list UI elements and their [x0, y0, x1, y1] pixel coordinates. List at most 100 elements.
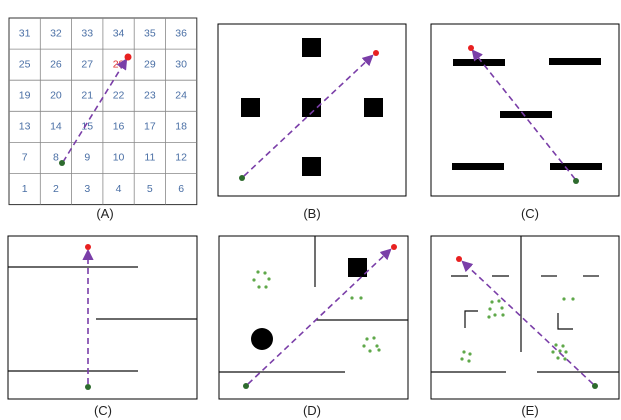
grid-cell-number: 35 — [144, 27, 156, 39]
start-point — [59, 160, 65, 166]
bar-obstacle — [452, 163, 504, 170]
pedestrian-dot — [462, 350, 466, 354]
square-obstacle — [241, 98, 260, 117]
path-arrow — [461, 260, 594, 385]
grid-cell-number: 30 — [175, 58, 187, 70]
grid-cell-number: 14 — [50, 121, 62, 133]
panel-c-corridor: (C) — [7, 235, 198, 418]
pedestrian-dot — [571, 297, 575, 301]
grid-cell-number: 25 — [19, 58, 31, 70]
grid-cell-number: 23 — [144, 90, 156, 102]
square-obstacle — [364, 98, 383, 117]
goal-point — [124, 53, 132, 61]
grid-cell-number: 13 — [19, 121, 31, 133]
start-point — [592, 383, 598, 389]
pedestrian-dot — [562, 297, 566, 301]
pedestrian-dot — [561, 344, 565, 348]
pedestrian-dot — [468, 352, 472, 356]
panel-e: (E) — [430, 235, 620, 418]
pedestrian-dot — [267, 277, 271, 281]
panel-border — [7, 235, 198, 400]
pedestrian-groups — [252, 270, 381, 353]
wall — [464, 310, 478, 328]
grid-cell-number: 9 — [84, 152, 90, 164]
bar-obstacle — [500, 111, 552, 118]
pedestrian-dot — [488, 307, 492, 311]
goal-point — [391, 244, 397, 250]
pedestrian-dot — [375, 344, 379, 348]
grid-cell-number: 11 — [144, 152, 155, 164]
start-point — [573, 178, 579, 184]
grid-cell-number: 26 — [50, 58, 62, 70]
pedestrian-dot — [372, 336, 376, 340]
start-point — [239, 175, 245, 181]
pedestrian-dot — [263, 271, 267, 275]
pedestrian-dot — [257, 285, 261, 289]
grid-cell-number: 6 — [178, 183, 184, 195]
pedestrian-dot — [256, 270, 260, 274]
grid-cell-number: 20 — [50, 90, 62, 102]
pedestrian-groups — [460, 297, 575, 363]
grid-cell-number: 16 — [113, 121, 125, 133]
grid-cell-number: 34 — [113, 27, 125, 39]
pedestrian-dot — [564, 350, 568, 354]
grid-cell-number: 22 — [113, 90, 125, 102]
pedestrian-dot — [359, 296, 363, 300]
pedestrian-dot — [365, 337, 369, 341]
grid-cell-number: 10 — [113, 152, 125, 164]
grid-cell-number: 18 — [175, 121, 187, 133]
grid-cell-number: 4 — [116, 183, 122, 195]
grid-cell-number: 29 — [144, 58, 156, 70]
pedestrian-dot — [362, 344, 366, 348]
goal-point — [373, 50, 379, 56]
panel-b: (B) — [217, 23, 407, 221]
grid-cell-number: 5 — [147, 183, 153, 195]
start-point — [243, 383, 249, 389]
goal-point — [456, 256, 462, 262]
panel-border — [218, 235, 409, 400]
pedestrian-dot — [556, 356, 560, 360]
panel-c-bars: (C) — [430, 23, 620, 221]
goal-point — [468, 45, 474, 51]
panel-d: (D) — [218, 235, 409, 418]
grid-cell-number: 19 — [19, 90, 31, 102]
grid-cell-number: 7 — [22, 152, 28, 164]
pedestrian-dot — [500, 306, 504, 310]
start-point — [85, 384, 91, 390]
caption-d: (D) — [303, 403, 321, 418]
square-obstacle — [302, 38, 321, 57]
pedestrian-dot — [487, 315, 491, 319]
caption-b: (B) — [303, 206, 320, 221]
grid-cell-number: 12 — [175, 152, 187, 164]
pedestrian-dot — [460, 357, 464, 361]
square-obstacle — [302, 98, 321, 117]
wall — [557, 313, 573, 330]
grid-cell-number: 21 — [81, 90, 93, 102]
caption-c-bottom: (C) — [94, 403, 112, 418]
square-obstacle — [348, 258, 367, 277]
pedestrian-dot — [368, 349, 372, 353]
pedestrian-dot — [554, 343, 558, 347]
pedestrian-dot — [350, 296, 354, 300]
grid-cell-number: 33 — [81, 27, 93, 39]
grid-cell-number: 3 — [84, 183, 90, 195]
panel-border — [430, 23, 620, 197]
pedestrian-dot — [490, 300, 494, 304]
grid-cell-number: 31 — [19, 27, 31, 39]
grid-cell-number: 8 — [53, 152, 59, 164]
path-arrow — [247, 248, 392, 385]
grid-cell-number: 36 — [175, 27, 187, 39]
grid-cell-number: 2 — [53, 183, 59, 195]
grid-cell-number: 1 — [22, 183, 28, 195]
pedestrian-dot — [558, 349, 562, 353]
panel-border — [430, 235, 620, 400]
bar-obstacle — [549, 58, 601, 65]
caption-c-top: (C) — [521, 206, 539, 221]
grid-cell-number: 15 — [81, 121, 93, 133]
path-arrow — [471, 49, 576, 180]
pedestrian-dot — [563, 357, 567, 361]
pedestrian-dot — [467, 359, 471, 363]
goal-point — [85, 244, 91, 250]
